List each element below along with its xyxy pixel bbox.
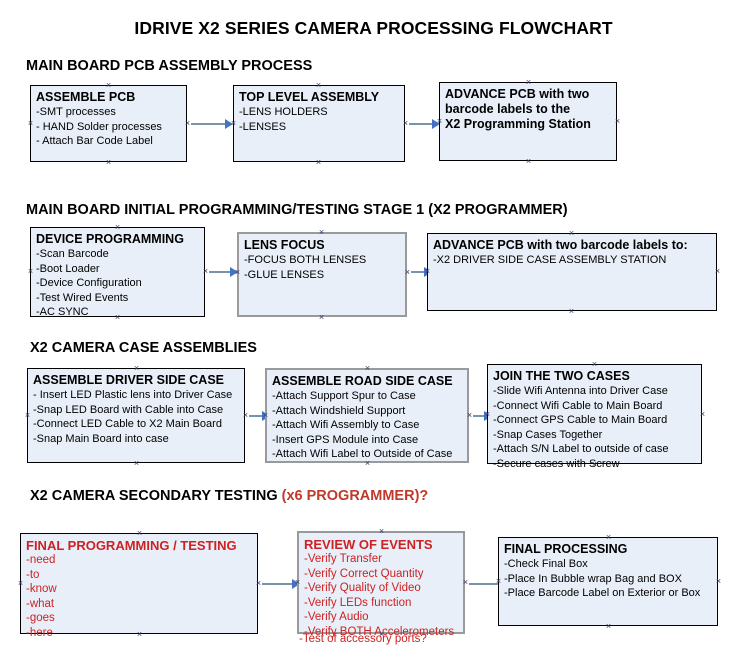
node-line: -Place Barcode Label on Exterior or Box: [504, 587, 701, 599]
node-line: -Scan Barcode: [36, 248, 109, 260]
node-line: -Verify Transfer: [304, 553, 382, 565]
connector-road-side-to-join-cases: [473, 415, 487, 417]
connector-assemble-pcb-to-top-level: [191, 123, 227, 125]
node-line: -Snap Main Board into case: [33, 432, 169, 445]
node-line: -Verify LEDs function: [304, 596, 412, 609]
node-line: -Snap Cases Together: [493, 428, 603, 441]
node-join-the-two-cases[interactable]: JOIN THE TWO CASES -Slide Wifi Antenna i…: [487, 364, 702, 470]
arrow-head-icon: [292, 579, 300, 589]
node-line: -Place In Bubble wrap Bag and BOX: [504, 572, 682, 585]
node-line: -LENSES: [239, 120, 287, 133]
node-title: REVIEW OF EVENTS: [304, 537, 433, 552]
node-line: -Secure cases with Screw: [493, 457, 620, 470]
node-line: -Connect LED Cable to X2 Main Board: [33, 418, 222, 430]
node-line: -AC SYNC: [36, 306, 89, 318]
node-line: -Slide Wifi Antenna into Driver Case: [493, 385, 668, 397]
section-header-text: MAIN BOARD PCB ASSEMBLY PROCESS: [26, 58, 313, 74]
node-assemble-road-side-case[interactable]: ASSEMBLE ROAD SIDE CASE -Attach Support …: [265, 368, 469, 463]
node-title: ADVANCE PCB with two: [445, 87, 590, 101]
section-header-main-board-pcb-assembly-process: MAIN BOARD PCB ASSEMBLY PROCESS: [26, 58, 312, 74]
node-final-programming-testing[interactable]: FINAL PROGRAMMING / TESTING -need -to -k…: [20, 533, 258, 639]
connector-lens-focus-to-advance-pcb: [411, 271, 427, 273]
node-line: -Verify Correct Quantity: [304, 567, 424, 580]
node-top-level-assembly[interactable]: TOP LEVEL ASSEMBLY -LENS HOLDERS -LENSES: [233, 85, 405, 162]
node-line: - HAND Solder processes: [36, 120, 162, 133]
section-header-text: X2 CAMERA CASE ASSEMBLIES: [30, 340, 257, 356]
node-line: -Verify Quality of Video: [304, 582, 421, 594]
node-overflow-line: -Test of accessory ports?: [299, 633, 427, 645]
node-line: -Check Final Box: [504, 558, 588, 570]
section-header-text: MAIN BOARD INITIAL PROGRAMMING/TESTING S…: [26, 202, 568, 218]
node-line: -LENS HOLDERS: [239, 106, 328, 118]
node-line: - Attach Bar Code Label: [36, 135, 153, 147]
node-assemble-driver-side-case[interactable]: ASSEMBLE DRIVER SIDE CASE - Insert LED P…: [27, 368, 245, 463]
node-line: -Attach Wifi Label to Outside of Case: [272, 448, 453, 460]
node-title: LENS FOCUS: [244, 238, 325, 252]
connector-top-level-to-advance-pcb: [409, 123, 435, 125]
node-line: -Insert GPS Module into Case: [272, 433, 419, 446]
node-line: -Connect Wifi Cable to Main Board: [493, 399, 663, 412]
node-line: -Attach Support Spur to Case: [272, 390, 416, 402]
node-line: -know: [26, 583, 57, 595]
node-title: ASSEMBLE DRIVER SIDE CASE: [33, 373, 225, 387]
node-title: FINAL PROGRAMMING / TESTING: [26, 538, 237, 553]
node-line: -goes: [26, 612, 55, 624]
section-header-text: X2 CAMERA SECONDARY TESTING: [30, 488, 282, 504]
page-title: IDRIVE X2 SERIES CAMERA PROCESSING FLOWC…: [134, 18, 613, 38]
node-line: -GLUE LENSES: [244, 268, 325, 281]
node-lens-focus[interactable]: LENS FOCUS -FOCUS BOTH LENSES -GLUE LENS…: [237, 232, 407, 317]
node-line: -Connect GPS Cable to Main Board: [493, 414, 668, 426]
node-line: -here: [26, 626, 53, 639]
arrow-head-icon: [230, 267, 238, 277]
node-line: -FOCUS BOTH LENSES: [244, 254, 367, 266]
node-title: DEVICE PROGRAMMING: [36, 232, 184, 246]
connector-review-to-final-processing: [469, 583, 507, 585]
section-header-x2-camera-case-assemblies: X2 CAMERA CASE ASSEMBLIES: [30, 340, 257, 356]
connector-final-programming-to-review: [262, 583, 294, 585]
node-title: ASSEMBLE ROAD SIDE CASE: [272, 374, 453, 388]
node-line: -need: [26, 554, 56, 566]
arrow-head-icon: [225, 119, 233, 129]
section-header-x2-camera-secondary-testing: X2 CAMERA SECONDARY TESTING (x6 PROGRAMM…: [30, 488, 428, 504]
node-title: FINAL PROCESSING: [504, 542, 628, 556]
node-title: JOIN THE TWO CASES: [493, 369, 630, 383]
node-line: -Device Configuration: [36, 277, 142, 289]
node-line: -Verify Audio: [304, 611, 369, 623]
node-line: -what: [26, 597, 55, 610]
node-line: -Attach Wifi Assembly to Case: [272, 419, 420, 431]
section-header-main-board-initial-programming-testing-stage-1: MAIN BOARD INITIAL PROGRAMMING/TESTING S…: [26, 202, 568, 218]
node-final-processing[interactable]: FINAL PROCESSING -Check Final Box -Place…: [498, 537, 718, 626]
node-review-of-events[interactable]: REVIEW OF EVENTS -Verify Transfer -Verif…: [297, 531, 465, 638]
node-line: -Snap LED Board with Cable into Case: [33, 403, 224, 416]
node-device-programming[interactable]: DEVICE PROGRAMMING -Scan Barcode -Boot L…: [30, 227, 205, 318]
node-line: -Attach Windshield Support: [272, 404, 406, 417]
node-assemble-pcb[interactable]: ASSEMBLE PCB -SMT processes - HAND Solde…: [30, 85, 187, 162]
node-line: -X2 DRIVER SIDE CASE ASSEMBLY STATION: [433, 254, 667, 266]
node-title: ASSEMBLE PCB: [36, 90, 136, 104]
node-line: -SMT processes: [36, 106, 116, 118]
section-header-red-suffix: (x6 PROGRAMMER)?: [281, 488, 429, 504]
arrow-head-icon: [432, 119, 440, 129]
node-title: ADVANCE PCB with two barcode labels to:: [433, 238, 688, 252]
node-line: -to: [26, 568, 40, 581]
node-line: -Boot Loader: [36, 262, 100, 275]
node-advance-pcb-driver-side-case[interactable]: ADVANCE PCB with two barcode labels to: …: [427, 233, 717, 311]
node-line: -Test Wired Events: [36, 291, 129, 304]
connector-driver-side-to-road-side: [249, 415, 266, 417]
node-advance-pcb-x2-programming-station[interactable]: ADVANCE PCB with two barcode labels to t…: [439, 82, 617, 161]
node-line: -Verify BOTH Accelerometers: [304, 625, 455, 638]
node-line: barcode labels to the: [445, 102, 571, 116]
node-title: TOP LEVEL ASSEMBLY: [239, 90, 380, 104]
node-line: -Attach S/N Label to outside of case: [493, 443, 669, 455]
node-line: X2 Programming Station: [445, 117, 591, 131]
node-line: - Insert LED Plastic lens into Driver Ca…: [33, 389, 233, 401]
connector-device-programming-to-lens-focus: [209, 271, 233, 273]
